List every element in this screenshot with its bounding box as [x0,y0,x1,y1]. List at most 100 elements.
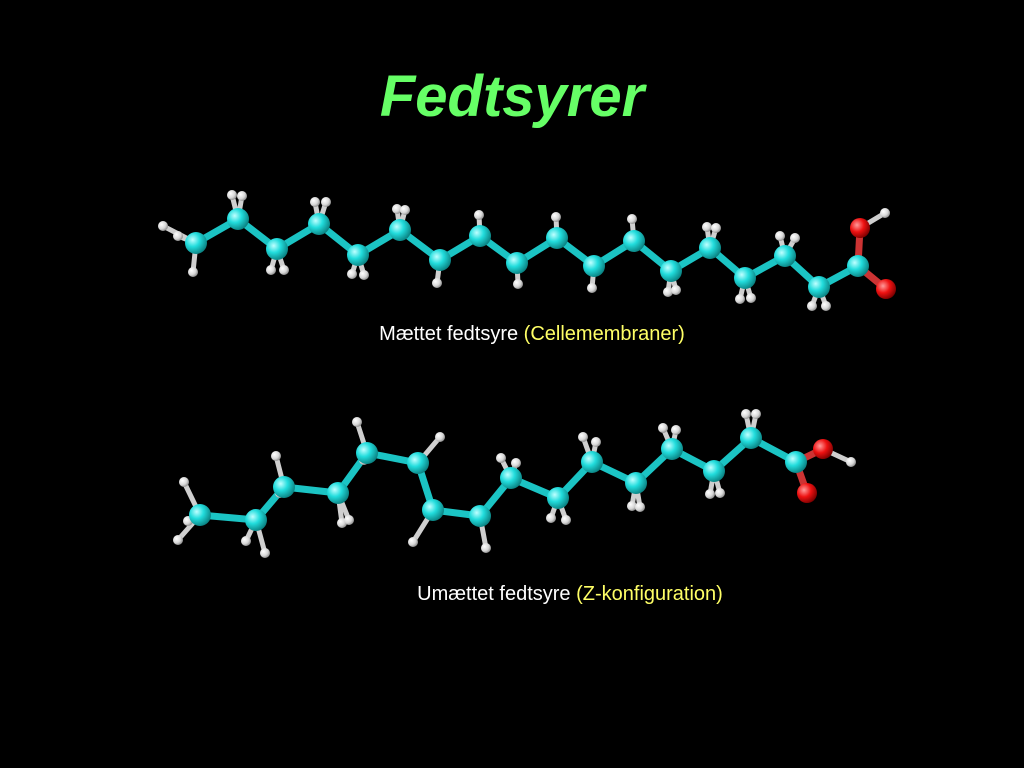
carbon-atom [785,451,807,473]
hydrogen-atom [310,197,320,207]
hydrogen-atom [474,210,484,220]
carbon-atom [547,487,569,509]
hydrogen-atom [279,265,289,275]
hydrogen-atom [663,287,673,297]
carbon-atom [734,267,756,289]
carbon-atom [581,451,603,473]
unsaturated-label: Umættet fedtsyre [417,583,571,605]
hydrogen-atom [578,432,588,442]
carbon-atom [308,213,330,235]
hydrogen-atom [790,233,800,243]
hydrogen-atom [260,548,270,558]
atoms [158,190,896,311]
hydrogen-atom [158,221,168,231]
hydrogen-atom [496,453,506,463]
oxygen-atom [876,279,896,299]
hydrogen-atom [711,223,721,233]
carbon-atom [469,225,491,247]
hydrogen-atom [546,513,556,523]
hydrogen-atom [400,205,410,215]
hydrogen-atom [321,197,331,207]
carbon-atom [506,252,528,274]
hydrogen-atom [561,515,571,525]
carbon-atom [500,467,522,489]
carbon-atom [227,208,249,230]
hydrogen-atom [587,283,597,293]
carbon-atom [429,249,451,271]
hydrogen-atom [266,265,276,275]
carbon-atom [546,227,568,249]
unsaturated-caption: Umættet fedtsyre (Z-konfiguration) [0,582,1024,606]
carbon-atom [703,460,725,482]
hydrogen-atom [359,270,369,280]
hydrogen-atom [241,536,251,546]
oxygen-atom [797,483,817,503]
carbon-atom [660,260,682,282]
carbon-atom [185,232,207,254]
hydrogen-atom [635,502,645,512]
hydrogen-atom [775,231,785,241]
carbon-atom [245,509,267,531]
atoms [173,409,856,558]
slide-title: Fedtsyrer [379,64,645,129]
carbon-atom [583,255,605,277]
carbon-atom [774,245,796,267]
carbon-atom [327,482,349,504]
hydrogen-atom [513,279,523,289]
carbon-atom [808,276,830,298]
carbon-atom [740,427,762,449]
carbon-atom [847,255,869,277]
hydrogen-atom [658,423,668,433]
carbon-atom [189,504,211,526]
hydrogen-atom [715,488,725,498]
hydrogen-atom [271,451,281,461]
hydrogen-atom [627,214,637,224]
hydrogen-atom [188,267,198,277]
unsaturated-fatty-acid-model [173,409,856,558]
carbon-atom [389,219,411,241]
carbon-atom [469,505,491,527]
carbon-atom [356,442,378,464]
carbon-atom [407,452,429,474]
hydrogen-atom [173,535,183,545]
hydrogen-atom [237,191,247,201]
carbon-atom [273,476,295,498]
hydrogen-atom [432,278,442,288]
hydrogen-atom [481,543,491,553]
hydrogen-atom [511,458,521,468]
hydrogen-atom [821,301,831,311]
hydrogen-atom [179,477,189,487]
hydrogen-atom [347,269,357,279]
hydrogen-atom [627,501,637,511]
carbon-atom [623,230,645,252]
saturated-label: Mættet fedtsyre [379,323,519,345]
hydrogen-atom [173,231,183,241]
hydrogen-atom [551,212,561,222]
hydrogen-atom [671,425,681,435]
hydrogen-atom [751,409,761,419]
carbon-atom [422,499,444,521]
unsaturated-note: (Z-konfiguration) [576,583,723,605]
hydrogen-atom [671,285,681,295]
carbon-atom [347,244,369,266]
hydrogen-atom [591,437,601,447]
hydrogen-atom [741,409,751,419]
saturated-note: (Cellemembraner) [523,323,685,345]
hydrogen-atom [702,222,712,232]
carbon-atom [266,238,288,260]
hydrogen-atom [392,204,402,214]
hydrogen-atom [227,190,237,200]
saturated-caption: Mættet fedtsyre (Cellemembraner) [0,322,1024,346]
carbon-atom [661,438,683,460]
hydrogen-atom [846,457,856,467]
carbon-atom [625,472,647,494]
saturated-fatty-acid-model [158,190,896,311]
oxygen-atom [850,218,870,238]
hydrogen-atom [408,537,418,547]
oxygen-atom [813,439,833,459]
hydrogen-atom [735,294,745,304]
hydrogen-atom [344,515,354,525]
carbon-atom [699,237,721,259]
